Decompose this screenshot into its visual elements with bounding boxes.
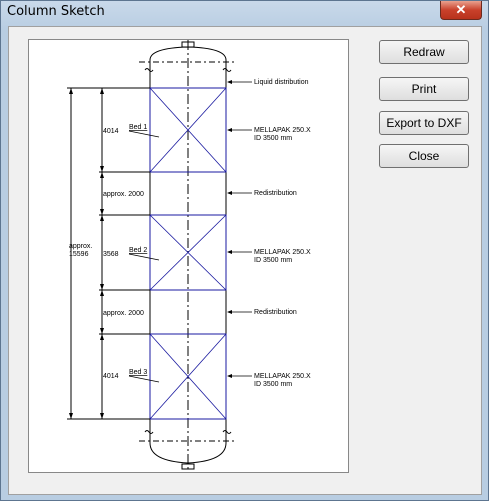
break-mark — [144, 430, 154, 434]
bed2-height: 3568 — [103, 251, 119, 258]
packing-bed-3 — [149, 333, 227, 420]
bed3-packing: MELLAPAK 250.X — [254, 373, 311, 380]
break-mark — [222, 68, 232, 72]
bed1-height: 4014 — [103, 128, 119, 135]
close-button[interactable]: Close — [379, 144, 469, 168]
column-sketch-canvas: approx. 15596 4014 approx. 2000 3568 app… — [28, 39, 349, 473]
export-dxf-button[interactable]: Export to DXF — [379, 111, 469, 135]
bed1-packing: MELLAPAK 250.X — [254, 127, 311, 134]
redraw-button[interactable]: Redraw — [379, 40, 469, 64]
total-height-label: approx. — [69, 243, 92, 250]
packing-bed-diagonal — [149, 87, 227, 173]
packing-bed-1 — [149, 87, 227, 173]
break-mark — [222, 430, 232, 434]
packing-bed-2 — [149, 214, 227, 291]
bed3-label: Bed 3 — [129, 369, 147, 376]
total-height-value: 15596 — [69, 251, 89, 258]
bed3-height: 4014 — [103, 373, 119, 380]
bed2-label: Bed 2 — [129, 247, 147, 254]
window-title: Column Sketch — [7, 4, 105, 19]
redistribution-1-label: Redistribution — [254, 190, 297, 197]
gap2-height: approx. 2000 — [103, 310, 144, 317]
break-mark — [144, 68, 154, 72]
print-button[interactable]: Print — [379, 77, 469, 101]
packing-bed-diagonal — [149, 333, 227, 420]
dialog-client-area: approx. 15596 4014 approx. 2000 3568 app… — [8, 26, 482, 495]
window-close-button[interactable]: ✕ — [440, 1, 482, 20]
column-drawing: approx. 15596 4014 approx. 2000 3568 app… — [67, 40, 311, 472]
packing-bed-diagonal — [149, 214, 227, 291]
bed2-diameter: ID 3500 mm — [254, 257, 292, 264]
title-bar: Column Sketch ✕ — [1, 1, 488, 25]
liquid-distribution-label: Liquid distribution — [254, 79, 309, 86]
bed1-label: Bed 1 — [129, 124, 147, 131]
redistribution-2-label: Redistribution — [254, 309, 297, 316]
bed3-diameter: ID 3500 mm — [254, 381, 292, 388]
gap1-height: approx. 2000 — [103, 191, 144, 198]
bed2-packing: MELLAPAK 250.X — [254, 249, 311, 256]
bed1-diameter: ID 3500 mm — [254, 135, 292, 142]
